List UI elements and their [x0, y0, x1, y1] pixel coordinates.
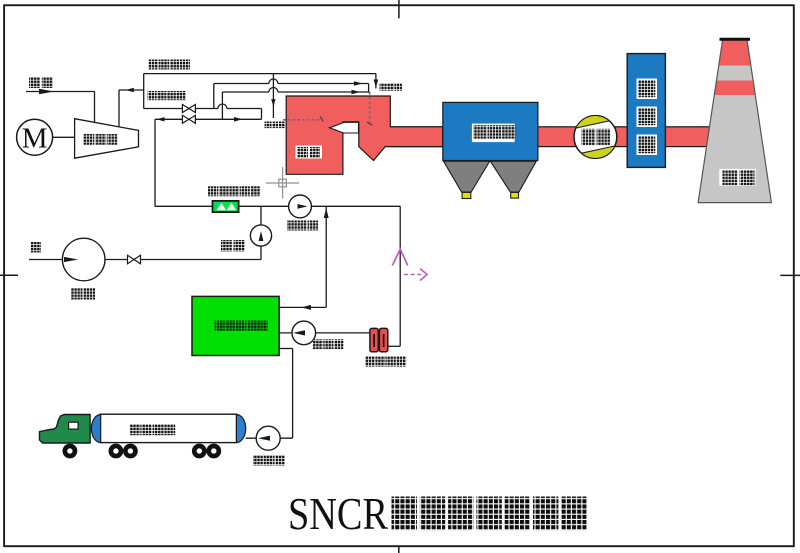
svg-text:M: M: [22, 123, 48, 155]
svg-text:SNCR: SNCR: [288, 488, 388, 539]
